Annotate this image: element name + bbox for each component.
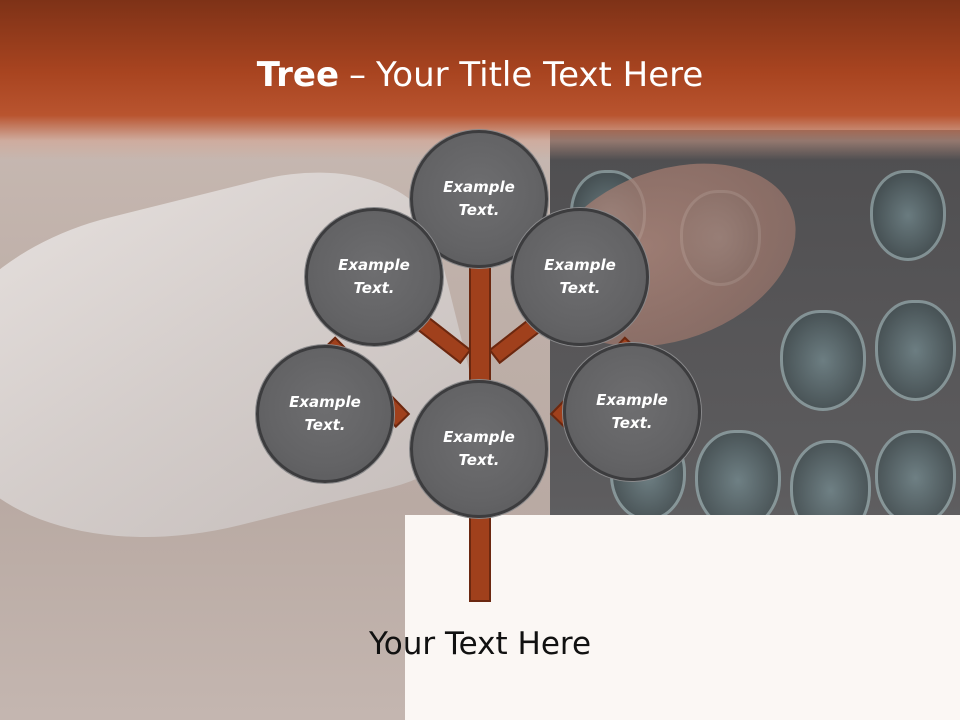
node-label: Example Text.	[289, 393, 361, 434]
node-label: Example Text.	[596, 391, 668, 432]
scan-image	[780, 310, 866, 411]
scan-image	[875, 430, 956, 526]
tree-node-lower-left: Example Text.	[256, 345, 394, 483]
background-paper	[405, 515, 960, 720]
caption-text: Your Text Here	[368, 626, 592, 662]
tree-node-center: Example Text.	[410, 380, 548, 518]
slide-title: Tree–Your Title Text Here	[0, 52, 960, 98]
tree-node-upper-left: Example Text.	[305, 208, 443, 346]
node-label: Example Text.	[443, 178, 515, 219]
node-label: Example Text.	[544, 256, 616, 297]
scan-image	[695, 430, 781, 531]
scan-image	[870, 170, 946, 261]
scan-image	[875, 300, 956, 401]
title-bold: Tree	[256, 55, 340, 95]
tree-node-lower-right: Example Text.	[563, 343, 701, 481]
tree-node-upper-right: Example Text.	[511, 208, 649, 346]
node-label: Example Text.	[443, 428, 515, 469]
node-label: Example Text.	[338, 256, 410, 297]
title-separator: –	[349, 55, 367, 95]
title-text: Your Title Text Here	[376, 55, 704, 95]
